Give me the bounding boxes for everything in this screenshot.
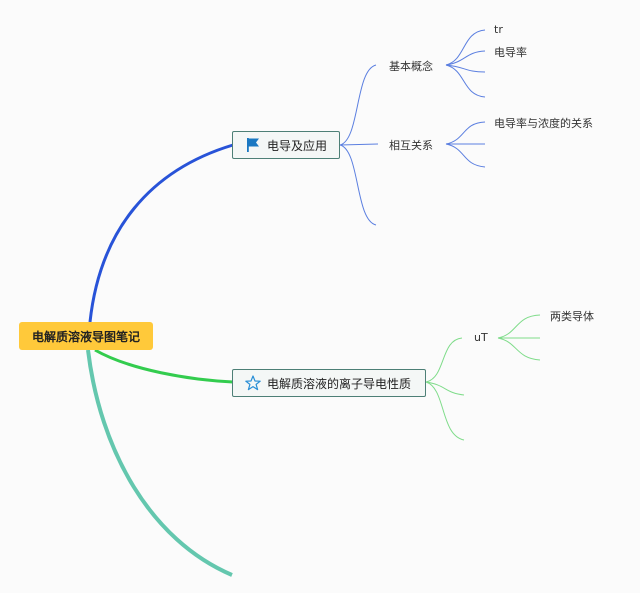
branch-1-label: 电导及应用	[267, 138, 328, 153]
branch-2-connectors	[425, 314, 541, 441]
leaf-tr[interactable]: tr	[494, 23, 503, 36]
root-topic-label: 电解质溶液导图笔记	[31, 329, 140, 344]
trunk-branch-3	[86, 349, 233, 577]
star-icon	[245, 375, 261, 391]
subtopic-basic-concepts[interactable]: 基本概念	[389, 60, 433, 73]
branch-2-label: 电解质溶液的离子导电性质	[267, 376, 412, 391]
subtopic-relationships[interactable]: 相互关系	[389, 139, 433, 152]
subtopic-ut[interactable]: uT	[474, 331, 488, 344]
root-topic[interactable]: 电解质溶液导图笔记	[19, 322, 153, 350]
leaf-conductivity[interactable]: 电导率	[494, 46, 527, 59]
flag-icon	[247, 138, 259, 152]
leaf-conductivity-concentration[interactable]: 电导率与浓度的关系	[494, 117, 593, 130]
leaf-two-conductor-types[interactable]: 两类导体	[550, 310, 594, 323]
trunk-branch-2	[94, 348, 234, 384]
branch-1-topic[interactable]: 电导及应用	[232, 131, 340, 159]
trunk-branch-1	[88, 143, 234, 323]
branch-2-topic[interactable]: 电解质溶液的离子导电性质	[232, 369, 426, 397]
branch-1-connectors	[339, 29, 486, 226]
